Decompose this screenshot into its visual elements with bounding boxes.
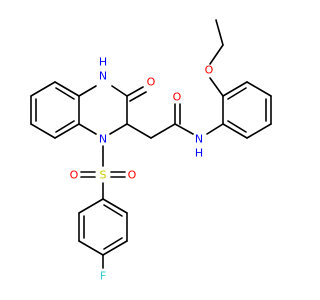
atom-s-sulfonyl: S — [100, 169, 107, 182]
bond — [78, 198, 104, 214]
bond — [126, 123, 152, 139]
bond — [215, 19, 224, 46]
atom-f: F — [100, 270, 106, 283]
bond — [246, 123, 272, 139]
atom-h-nh-top: H — [99, 56, 107, 69]
bond — [103, 237, 123, 250]
bond — [102, 198, 128, 214]
bond — [174, 123, 194, 135]
bond — [78, 85, 97, 97]
bond — [55, 120, 75, 133]
bond — [206, 123, 224, 135]
bond — [103, 204, 123, 217]
bond — [30, 81, 56, 97]
bond — [55, 87, 75, 100]
bond — [78, 123, 97, 135]
bond — [209, 44, 224, 65]
bond — [30, 123, 56, 139]
bond — [54, 123, 80, 139]
atom-n-ring: N — [99, 133, 107, 146]
atom-o-ether: O — [205, 64, 214, 77]
bond — [246, 81, 272, 97]
atom-labels: H N O N O N H O S O O F — [70, 56, 214, 283]
bond — [78, 240, 104, 256]
bond — [126, 86, 144, 97]
bond — [227, 120, 247, 133]
bond — [111, 85, 128, 97]
atom-h-amide: H — [195, 147, 203, 160]
bond — [129, 91, 147, 102]
bond — [222, 123, 248, 139]
atom-o-sulfonyl-left: O — [70, 169, 79, 182]
atom-n-amide: N — [195, 133, 203, 146]
bond — [109, 123, 128, 135]
bond — [150, 123, 176, 139]
atom-o-amide: O — [173, 91, 182, 104]
bond — [227, 87, 247, 100]
atom-o-ketone: O — [147, 76, 156, 89]
bond — [209, 77, 224, 97]
bond — [54, 81, 80, 97]
molecule-structure-diagram: H N O N O N H O S O O F — [30, 19, 272, 283]
bond — [222, 81, 248, 97]
bond — [102, 240, 128, 256]
atom-n-nh-top: N — [99, 70, 107, 83]
atom-o-sulfonyl-right: O — [128, 169, 137, 182]
bond-lines — [30, 19, 272, 269]
